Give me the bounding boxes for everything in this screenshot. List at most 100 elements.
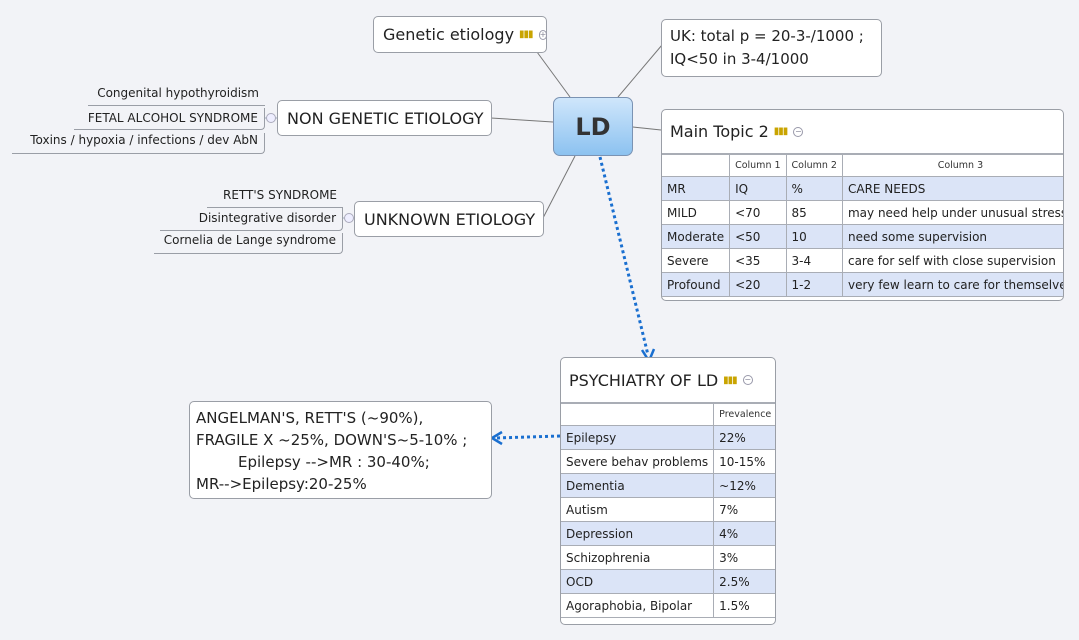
- table-cell[interactable]: Profound: [662, 272, 731, 297]
- note-line-3: Epilepsy -->MR : 30-40%;: [238, 453, 430, 471]
- uk-line-1: UK: total p = 20-3-/1000 ;: [670, 27, 864, 45]
- subtopic-fetal-alcohol-syndrome[interactable]: FETAL ALCOHOL SYNDROME: [74, 108, 265, 130]
- table-cell[interactable]: 2.5%: [713, 569, 775, 594]
- table-cell[interactable]: %: [785, 176, 843, 201]
- arrowhead-note: [489, 430, 503, 446]
- table-cell[interactable]: care for self with close supervision: [841, 248, 1063, 273]
- note-line-4: MR-->Epilepsy:20-25%: [196, 475, 367, 493]
- topic-unknown-etiology[interactable]: UNKNOWN ETIOLOGY: [354, 201, 544, 237]
- table-cell[interactable]: 1.5%: [713, 593, 775, 618]
- table-cell[interactable]: CARE NEEDS: [841, 176, 1063, 201]
- table-cell[interactable]: 3-4: [785, 248, 843, 273]
- table-cell[interactable]: 10-15%: [713, 449, 775, 474]
- table-cell[interactable]: <35: [729, 248, 787, 273]
- chart-icon: ▮▮▮: [773, 126, 788, 137]
- table-cell[interactable]: 7%: [713, 497, 775, 522]
- collapse-unknown-icon[interactable]: [344, 213, 354, 223]
- table-cell[interactable]: need some supervision: [841, 224, 1063, 249]
- connector-unknown: [542, 155, 576, 219]
- minus-circle-icon[interactable]: −: [742, 375, 753, 385]
- table-cell[interactable]: very few learn to care for themselves: [841, 272, 1063, 297]
- table-cell[interactable]: ~12%: [713, 473, 775, 498]
- chart-icon: ▮▮▮: [723, 374, 737, 386]
- table-cell[interactable]: [561, 403, 715, 426]
- topic-genetic-etiology[interactable]: Genetic etiology ▮▮▮ +: [373, 16, 548, 53]
- relationship-epilepsy-note: [495, 434, 561, 440]
- uk-line-2: IQ<50 in 3-4/1000: [670, 50, 809, 68]
- table-cell[interactable]: Dementia: [561, 473, 715, 498]
- subtopic-disintegrative-disorder[interactable]: Disintegrative disorder: [160, 208, 343, 231]
- subtopic-retts-syndrome[interactable]: RETT'S SYNDROME: [207, 188, 343, 208]
- subtopic-cornelia-de-lange[interactable]: Cornelia de Lange syndrome: [154, 233, 343, 254]
- table-cell[interactable]: IQ: [729, 176, 787, 201]
- connector-non-genetic: [490, 117, 554, 123]
- note-uk-prevalence[interactable]: UK: total p = 20-3-/1000 ; IQ<50 in 3-4/…: [661, 19, 882, 77]
- table-cell[interactable]: Column 3: [841, 154, 1063, 177]
- central-topic-ld[interactable]: LD: [553, 97, 633, 156]
- table-cell[interactable]: 10: [785, 224, 843, 249]
- table-cell[interactable]: Epilepsy: [561, 425, 715, 450]
- table-cell[interactable]: 22%: [713, 425, 775, 450]
- table-cell[interactable]: [662, 154, 731, 177]
- table-cell[interactable]: Severe behav problems: [561, 449, 715, 474]
- genetic-label: Genetic etiology: [383, 25, 515, 44]
- table-cell[interactable]: 1-2: [785, 272, 843, 297]
- note-line-2: FRAGILE X ~25%, DOWN'S~5-10% ;: [196, 431, 468, 449]
- plus-circle-icon[interactable]: +: [538, 29, 548, 40]
- table-cell[interactable]: Agoraphobia, Bipolar: [561, 593, 715, 618]
- connector-genetic: [536, 51, 571, 98]
- table-row: Dementia~12%: [561, 473, 775, 498]
- table-cell[interactable]: <20: [729, 272, 787, 297]
- table-cell[interactable]: Column 2: [785, 154, 843, 177]
- table-cell[interactable]: OCD: [561, 569, 715, 594]
- table-cell[interactable]: 3%: [713, 545, 775, 570]
- table-cell[interactable]: 4%: [713, 521, 775, 546]
- table-cell[interactable]: Severe: [662, 248, 731, 273]
- connector-main-topic-2: [632, 126, 662, 131]
- table-cell[interactable]: MR: [662, 176, 731, 201]
- table-cell[interactable]: Depression: [561, 521, 715, 546]
- main-topic-2-label: Main Topic 2: [670, 122, 769, 141]
- table-cell[interactable]: Moderate: [662, 224, 731, 249]
- subtopic-congenital-hypothyroidism[interactable]: Congenital hypothyroidism: [88, 86, 265, 106]
- table-cell[interactable]: Autism: [561, 497, 715, 522]
- minus-circle-icon[interactable]: −: [793, 126, 804, 137]
- table-cell[interactable]: Prevalence: [713, 403, 775, 426]
- table-cell[interactable]: 85: [785, 200, 843, 225]
- psychiatry-title: PSYCHIATRY OF LD ▮▮▮ −: [561, 358, 775, 403]
- note-line-1: ANGELMAN'S, RETT'S (~90%),: [196, 409, 424, 427]
- note-epilepsy-syndromes[interactable]: ANGELMAN'S, RETT'S (~90%), FRAGILE X ~25…: [189, 401, 492, 499]
- table-cell[interactable]: Column 1: [729, 154, 787, 177]
- table-cell[interactable]: <50: [729, 224, 787, 249]
- table-cell[interactable]: Schizophrenia: [561, 545, 715, 570]
- table-header-row: Prevalence: [561, 403, 775, 426]
- table-cell[interactable]: MILD: [662, 200, 731, 225]
- subtopic-toxins[interactable]: Toxins / hypoxia / infections / dev AbN: [12, 133, 265, 154]
- psychiatry-label: PSYCHIATRY OF LD: [569, 370, 719, 390]
- chart-icon: ▮▮▮: [519, 29, 533, 40]
- relationship-ld-psychiatry: [598, 156, 650, 356]
- topic-non-genetic-etiology[interactable]: NON GENETIC ETIOLOGY: [277, 100, 492, 136]
- table-cell[interactable]: <70: [729, 200, 787, 225]
- main-topic-2-title: Main Topic 2 ▮▮▮ −: [662, 110, 1063, 154]
- table-cell[interactable]: may need help under unusual stress: [841, 200, 1063, 225]
- connector-uk: [617, 44, 663, 98]
- collapse-non-genetic-icon[interactable]: [266, 113, 276, 123]
